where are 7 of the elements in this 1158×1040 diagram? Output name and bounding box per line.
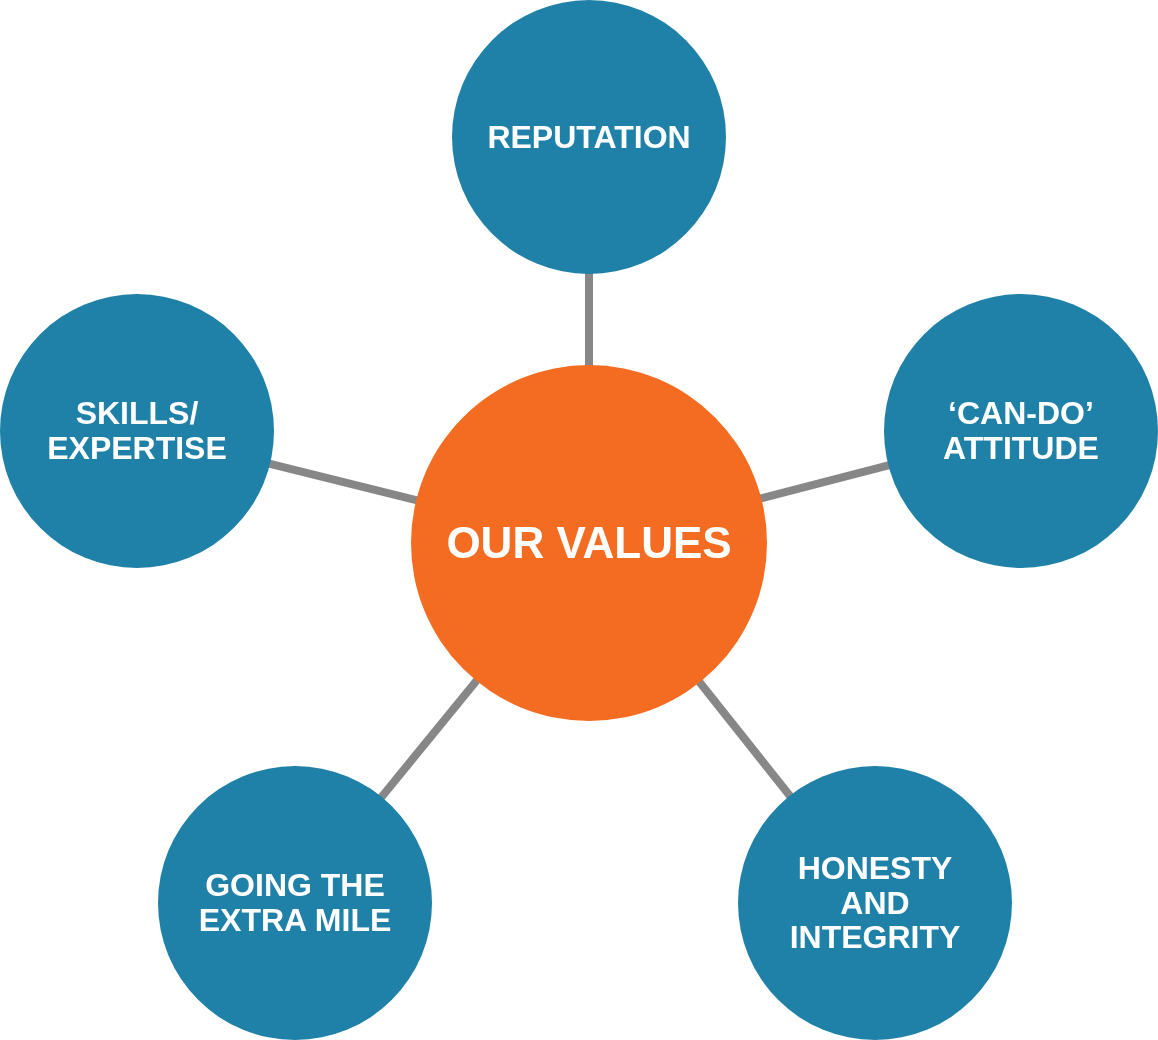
circle-label: REPUTATION bbox=[487, 119, 691, 155]
circle-label: SKILLS/ EXPERTISE bbox=[46, 396, 228, 466]
circle-label: HONESTY AND INTEGRITY bbox=[788, 851, 962, 955]
circle-label: OUR VALUES bbox=[446, 519, 732, 567]
circle-label: GOING THE EXTRA MILE bbox=[197, 868, 393, 938]
circle-label: ‘CAN-DO’ ATTITUDE bbox=[942, 396, 1100, 466]
connector-line bbox=[376, 676, 482, 802]
